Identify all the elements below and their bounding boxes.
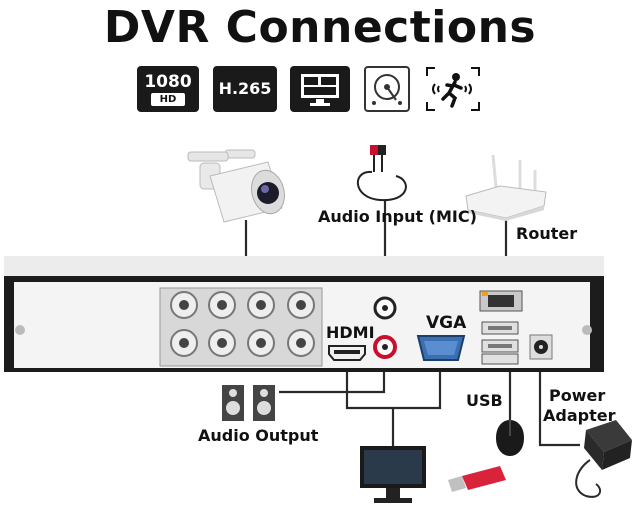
adapter-label: Adapter [543, 406, 616, 425]
power-adapter-icon [575, 420, 632, 498]
router-icon [465, 154, 547, 221]
bullet-camera-icon [187, 149, 285, 223]
audio-input-label: Audio Input (MIC) [318, 207, 477, 226]
codec-badge: H.265 [213, 66, 277, 112]
ethernet-port [479, 290, 523, 312]
audio-output-label: Audio Output [198, 426, 319, 445]
resolution-value: 1080 [144, 72, 192, 92]
hdmi-port [328, 345, 366, 361]
audio-rca-ports [373, 296, 397, 359]
page-title: DVR Connections [103, 2, 537, 53]
hdmi-label: HDMI [326, 323, 375, 342]
vga-label: VGA [426, 313, 467, 333]
speaker-icon [222, 385, 275, 421]
vga-port [416, 335, 466, 361]
microphone-icon [356, 145, 407, 202]
usb-stick-icon [448, 466, 506, 492]
power-label: Power [549, 386, 606, 405]
usb-label: USB [466, 391, 503, 410]
mouse-icon [496, 420, 524, 456]
motion-detection-icon [425, 66, 481, 112]
resolution-badge: 1080 HD [137, 66, 199, 112]
router-label: Router [516, 224, 578, 243]
power-jack [529, 334, 553, 360]
codec-label: H.265 [218, 79, 272, 98]
hard-drive-icon [364, 66, 410, 112]
monitor-multiview-icon [290, 66, 350, 112]
monitor-icon [360, 446, 426, 503]
hd-tag: HD [151, 93, 185, 106]
